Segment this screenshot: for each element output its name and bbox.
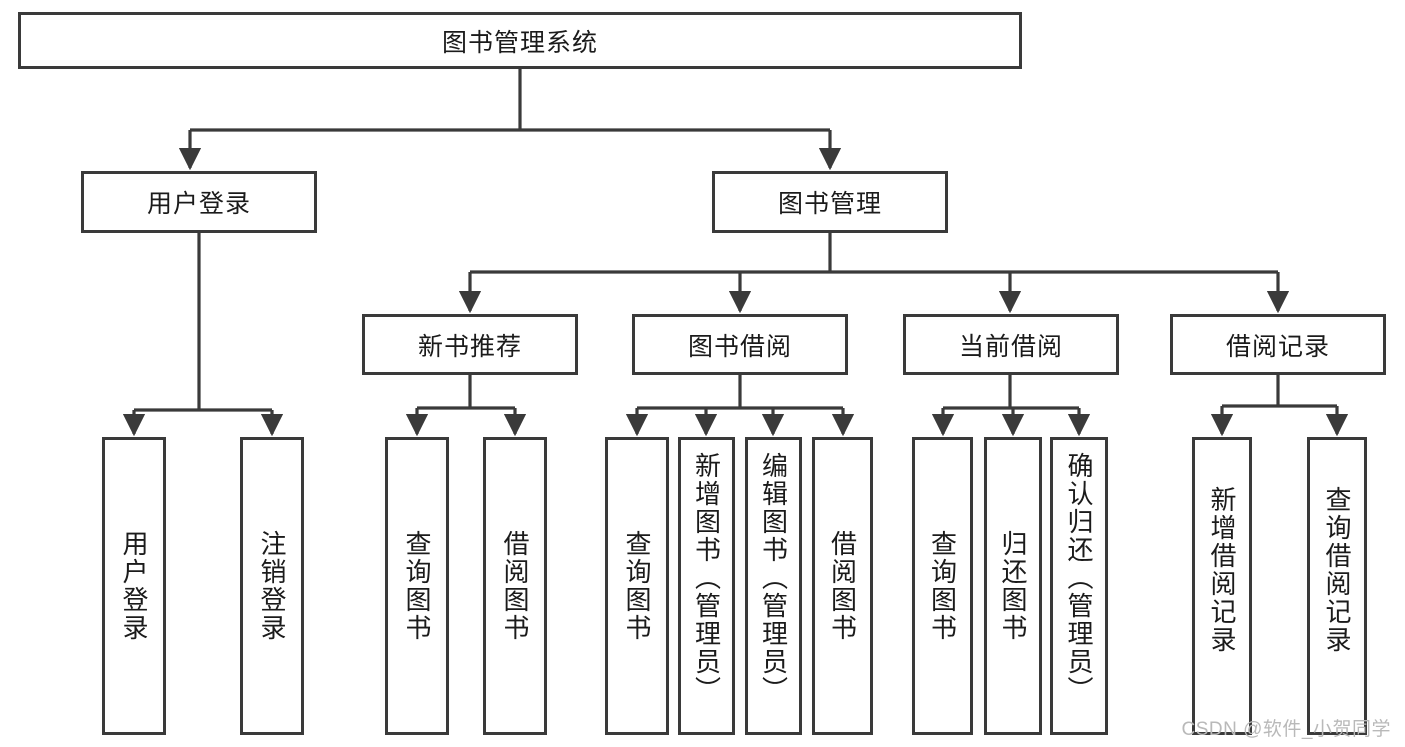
leaf-confirm-return-admin[interactable]: 确认归还（管理员） xyxy=(1050,437,1108,735)
leaf-borrow-book-recommend-label: 借阅图书 xyxy=(500,530,531,642)
node-root[interactable]: 图书管理系统 xyxy=(18,12,1022,69)
leaf-query-borrow-record[interactable]: 查询借阅记录 xyxy=(1307,437,1367,735)
leaf-edit-book-admin[interactable]: 编辑图书（管理员） xyxy=(745,437,802,735)
leaf-query-book-recommend[interactable]: 查询图书 xyxy=(385,437,449,735)
node-user-login[interactable]: 用户登录 xyxy=(81,171,317,233)
leaf-borrow-book-recommend[interactable]: 借阅图书 xyxy=(483,437,547,735)
node-new-book-recommend[interactable]: 新书推荐 xyxy=(362,314,578,375)
leaf-user-login-label: 用户登录 xyxy=(119,530,150,642)
node-book-borrow-label: 图书借阅 xyxy=(687,332,792,361)
leaf-query-borrow-record-label: 查询借阅记录 xyxy=(1322,486,1353,654)
node-root-label: 图书管理系统 xyxy=(441,28,598,57)
leaf-return-book[interactable]: 归还图书 xyxy=(984,437,1042,735)
leaf-borrow-book-label: 借阅图书 xyxy=(827,530,858,642)
leaf-query-book-borrow-label: 查询图书 xyxy=(622,530,653,642)
leaf-query-book-borrow[interactable]: 查询图书 xyxy=(605,437,669,735)
leaf-add-borrow-record-label: 新增借阅记录 xyxy=(1207,486,1238,654)
leaf-query-book-current[interactable]: 查询图书 xyxy=(912,437,973,735)
leaf-query-book-recommend-label: 查询图书 xyxy=(402,530,433,642)
leaf-add-book-admin[interactable]: 新增图书（管理员） xyxy=(678,437,735,735)
leaf-user-login[interactable]: 用户登录 xyxy=(102,437,166,735)
node-book-manage-label: 图书管理 xyxy=(777,190,882,218)
node-current-borrow[interactable]: 当前借阅 xyxy=(903,314,1119,375)
leaf-logout-login[interactable]: 注销登录 xyxy=(240,437,304,735)
node-new-book-recommend-label: 新书推荐 xyxy=(417,332,522,361)
leaf-query-book-current-label: 查询图书 xyxy=(927,530,958,642)
leaf-return-book-label: 归还图书 xyxy=(998,530,1029,642)
leaf-edit-book-admin-label: 编辑图书（管理员） xyxy=(758,452,789,704)
node-borrow-record[interactable]: 借阅记录 xyxy=(1170,314,1386,375)
node-user-login-label: 用户登录 xyxy=(146,190,251,218)
leaf-borrow-book[interactable]: 借阅图书 xyxy=(812,437,873,735)
leaf-add-book-admin-label: 新增图书（管理员） xyxy=(691,452,722,704)
node-book-borrow[interactable]: 图书借阅 xyxy=(632,314,848,375)
leaf-logout-login-label: 注销登录 xyxy=(257,530,288,642)
node-book-manage[interactable]: 图书管理 xyxy=(712,171,948,233)
leaf-confirm-return-admin-label: 确认归还（管理员） xyxy=(1064,452,1095,704)
node-borrow-record-label: 借阅记录 xyxy=(1225,332,1330,361)
watermark: CSDN @软件_小贺同学 xyxy=(1181,719,1391,740)
node-current-borrow-label: 当前借阅 xyxy=(958,332,1063,361)
leaf-add-borrow-record[interactable]: 新增借阅记录 xyxy=(1192,437,1252,735)
